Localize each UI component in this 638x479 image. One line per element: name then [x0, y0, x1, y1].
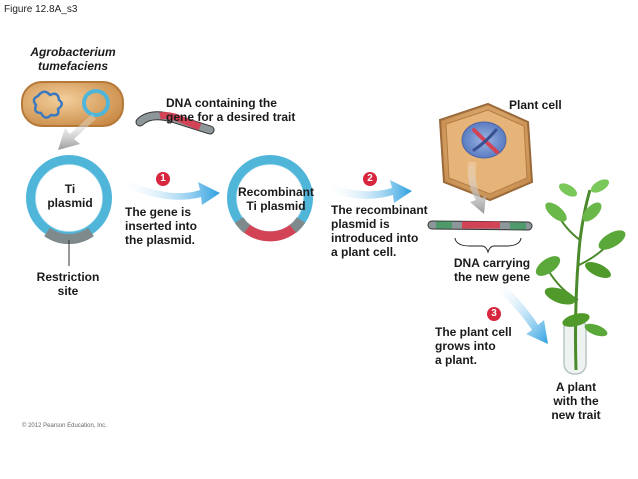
dna-bracket: [454, 237, 522, 254]
ti-plasmid-label: Ti plasmid: [47, 182, 93, 210]
figure-id: Figure 12.8A_s3: [4, 4, 78, 15]
step2-arrow: [330, 180, 412, 203]
recombinant-plasmid-label: Recombinant Ti plasmid: [237, 185, 314, 213]
dna-fragment: [135, 111, 215, 135]
agrobacterium-cell: [21, 81, 124, 127]
step1-arrow: [122, 178, 220, 205]
step2-text: The recombinant plasmid is introduced in…: [331, 203, 428, 259]
plant-with-trait: [535, 179, 626, 375]
step1-badge: 1: [156, 172, 170, 186]
organism-label: Agrobacterium tumefaciens: [30, 45, 116, 73]
plant-cell-label: Plant cell: [509, 98, 562, 112]
plant-cell: [438, 102, 534, 202]
chromosomal-dna: [427, 220, 533, 231]
step3-badge: 3: [487, 307, 501, 321]
step2-badge: 2: [363, 172, 377, 186]
insert-arrow: [467, 162, 486, 214]
copyright-text: © 2012 Pearson Education, Inc.: [22, 423, 107, 429]
step3-arrow: [498, 284, 548, 344]
ti-plasmid-ring: [26, 155, 112, 245]
dna-desired-label: DNA containing the gene for a desired tr…: [166, 96, 296, 124]
step1-text: The gene is inserted into the plasmid.: [125, 205, 198, 247]
dna-carrying-label: DNA carrying the new gene: [453, 256, 531, 284]
recombinant-plasmid-ring: [227, 155, 313, 242]
plant-result-label: A plant with the new trait: [551, 380, 601, 422]
zoom-arrow: [58, 114, 96, 150]
step3-text: The plant cell grows into a plant.: [435, 325, 512, 367]
restriction-site-label: Restriction site: [36, 270, 100, 298]
